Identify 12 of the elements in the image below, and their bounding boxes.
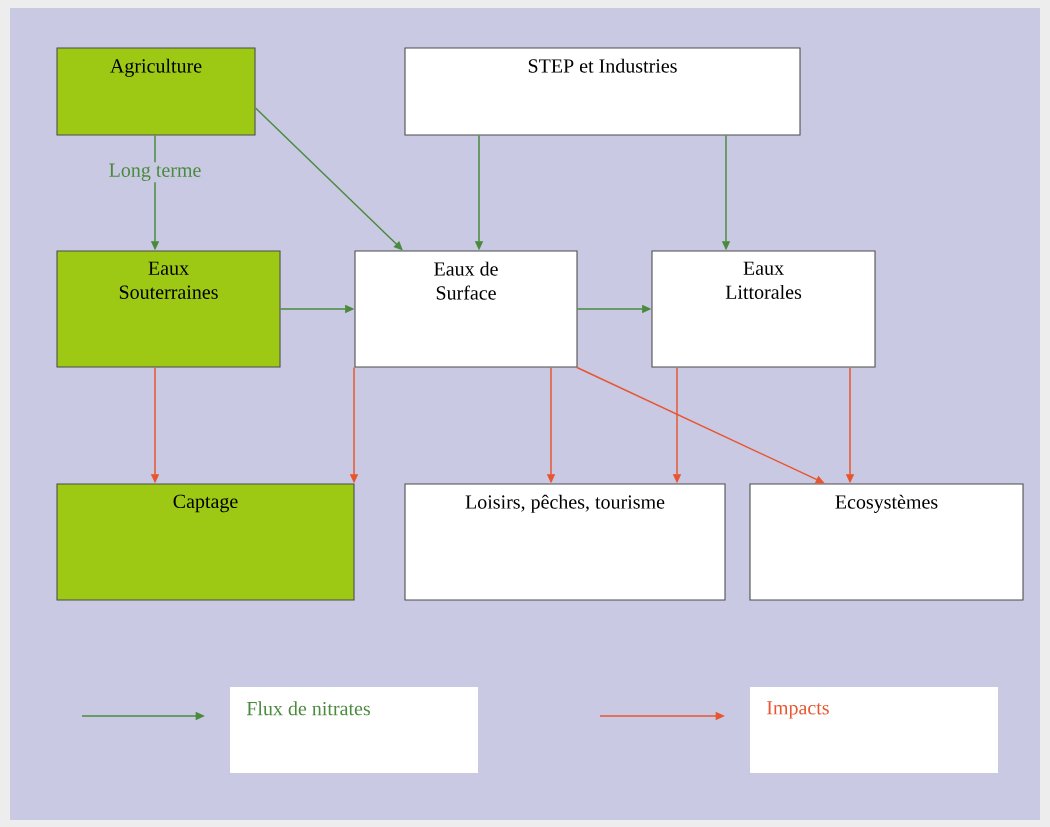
arrow (576, 366, 825, 484)
legend-box: Impacts (750, 687, 998, 773)
process-box: STEP et Industries (404, 47, 801, 136)
legend-box: Flux de nitrates (230, 687, 478, 773)
process-box: Captage (56, 483, 355, 601)
edge-label: Long terme (107, 162, 203, 183)
process-box: Eaux de Surface (354, 250, 578, 368)
process-box: Agriculture (56, 47, 256, 136)
process-box: Eaux Souterraines (56, 250, 281, 368)
process-box: Eaux Littorales (651, 250, 876, 368)
process-box: Loisirs, pêches, tourisme (404, 483, 726, 601)
process-box: Ecosystèmes (749, 483, 1024, 601)
